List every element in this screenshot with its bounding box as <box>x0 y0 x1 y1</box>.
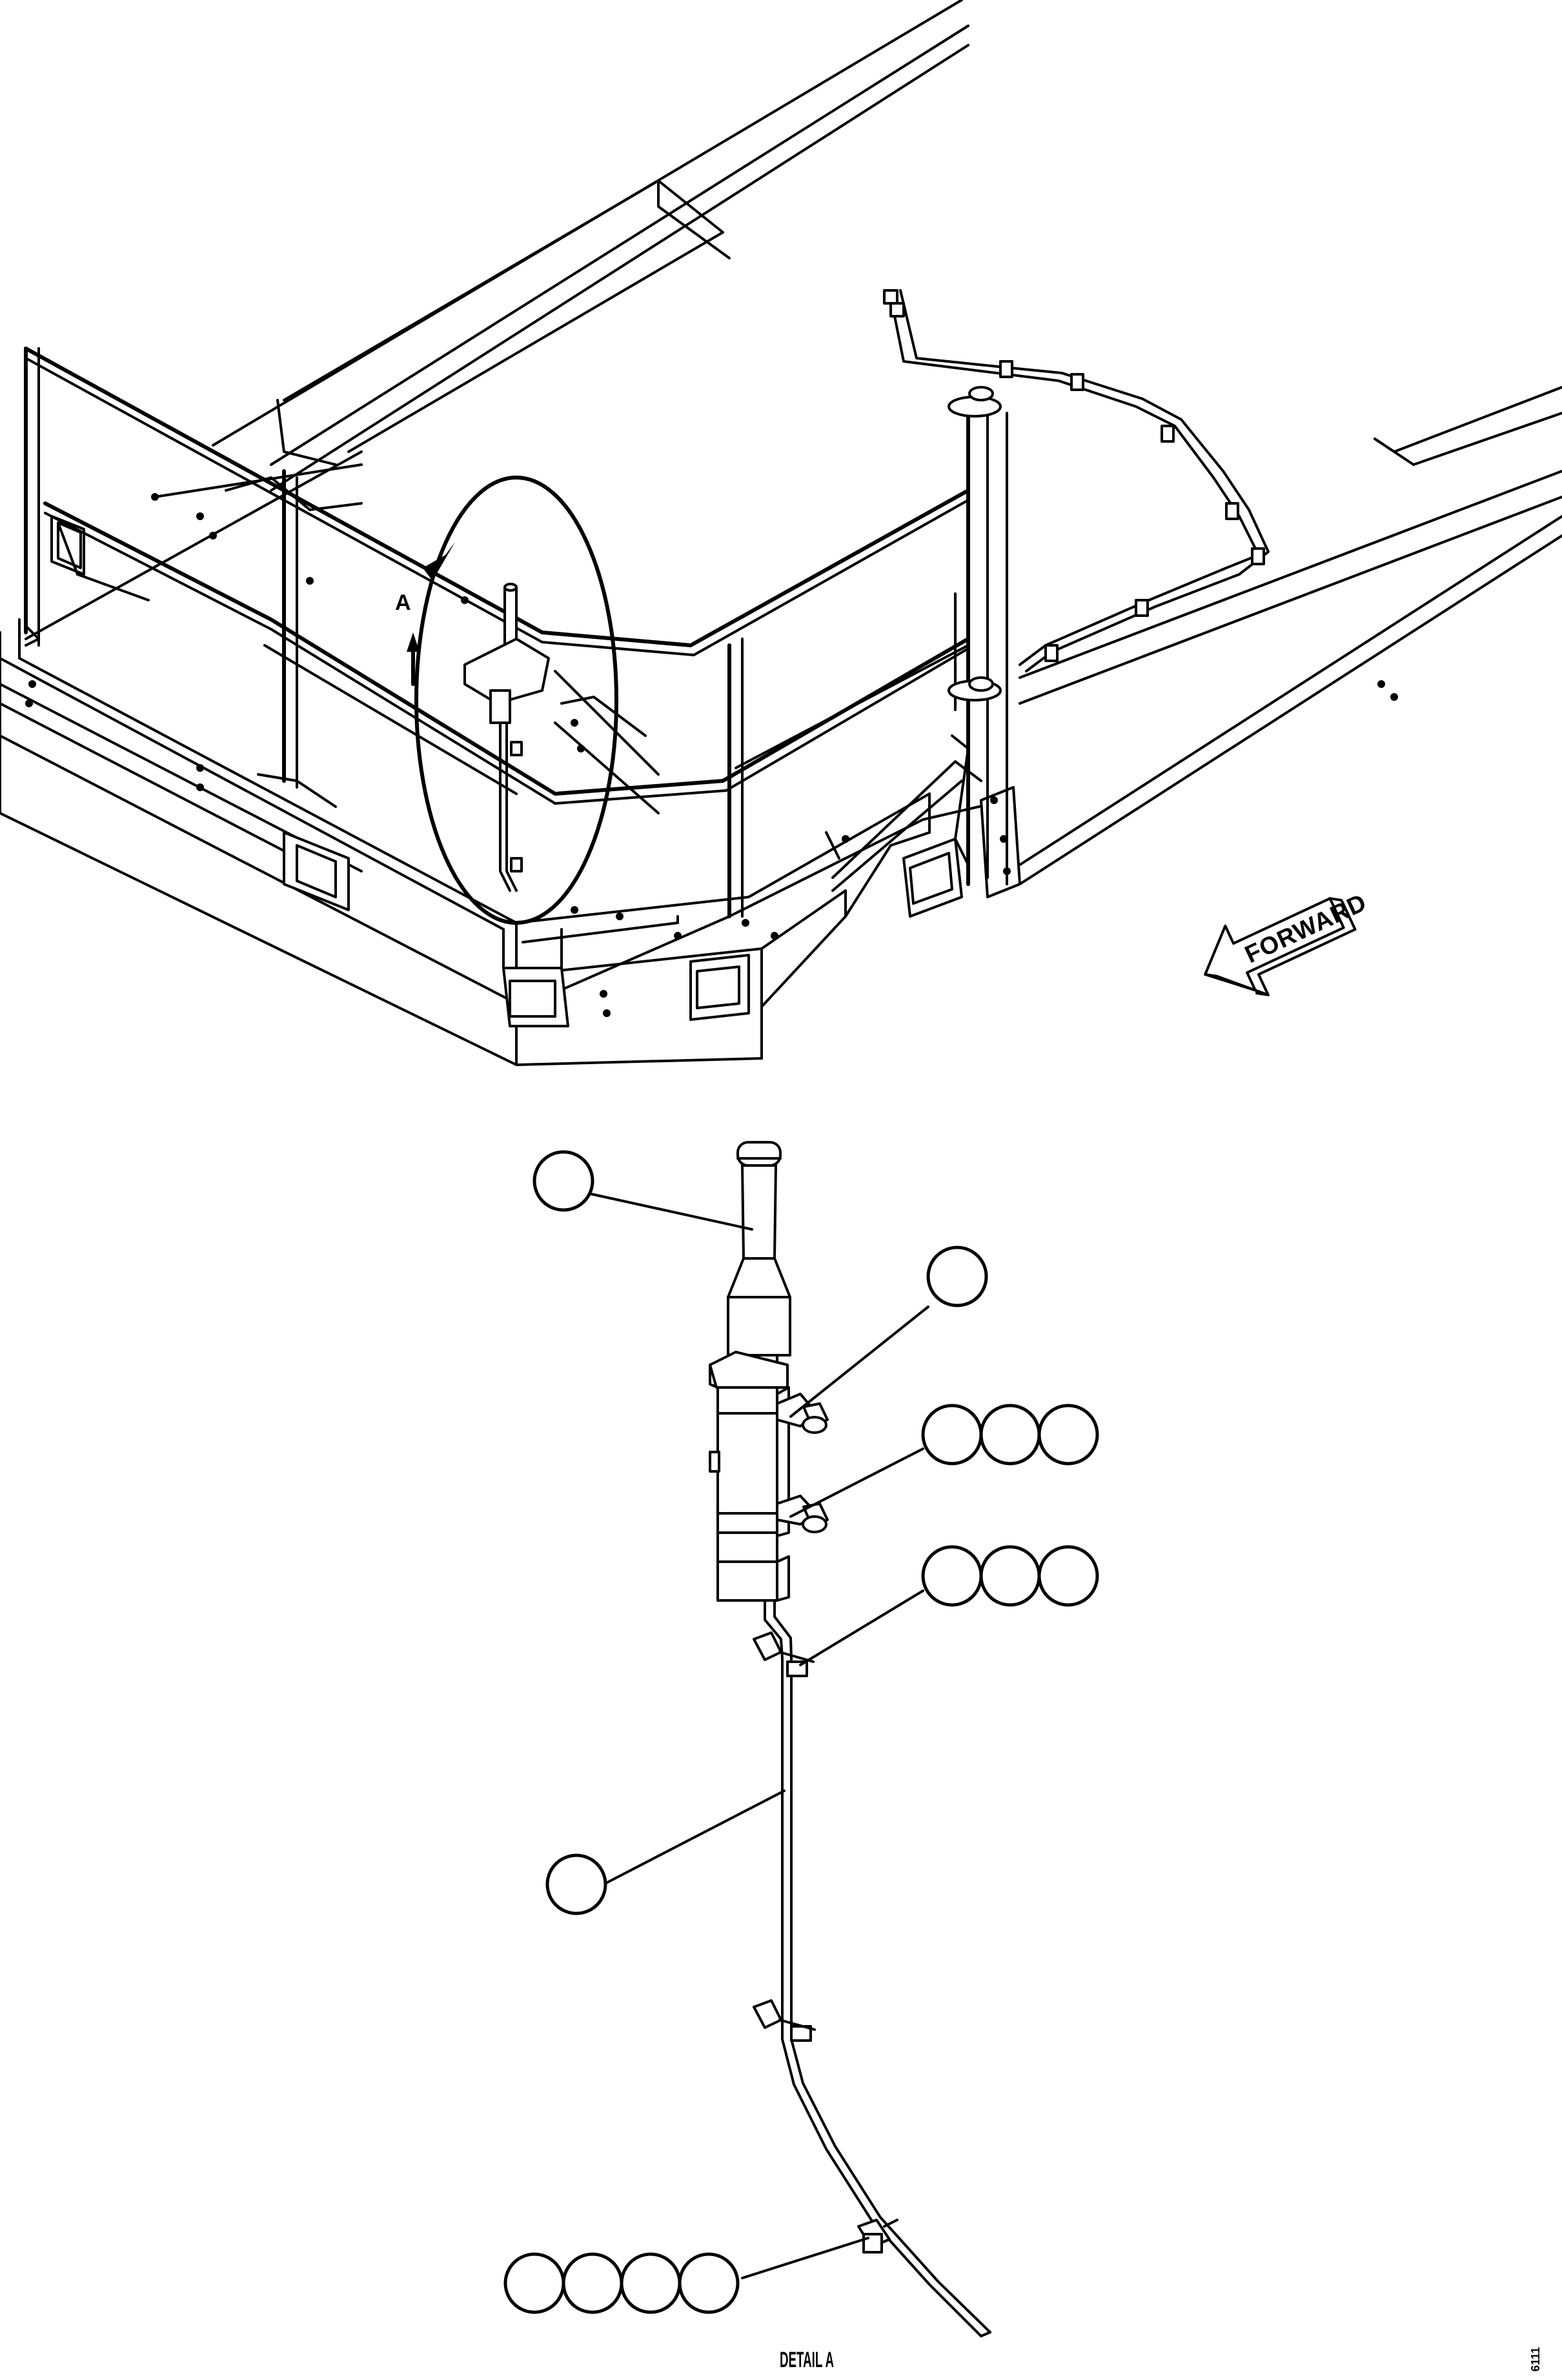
callout-balloon <box>1037 1545 1099 1607</box>
callout-balloon <box>562 2252 624 2314</box>
deck-top <box>25 450 840 860</box>
callout-balloon <box>979 1404 1041 1466</box>
callout-leaders <box>589 1193 929 2279</box>
antenna-whip <box>727 1141 791 1387</box>
coax-cable <box>753 1599 991 2337</box>
callout-balloon <box>926 1245 988 1307</box>
platform-view: A FORWARD <box>0 0 1562 1066</box>
detail-marker-a: A <box>395 590 411 615</box>
callout-balloons <box>503 1150 1099 2314</box>
antenna-small <box>463 583 550 892</box>
railing <box>24 347 1008 918</box>
callout-balloon <box>532 1150 594 1212</box>
callout-balloon <box>921 1545 983 1607</box>
forward-arrow: FORWARD <box>1204 889 1371 996</box>
side-frame-right <box>1019 386 1562 885</box>
callout-balloon <box>620 2252 682 2314</box>
boom-beam-upper <box>212 0 969 492</box>
drawing-code: 6111 <box>1529 2347 1542 2372</box>
callout-balloon <box>979 1545 1041 1607</box>
cable-harness <box>883 289 1270 866</box>
forward-label: FORWARD <box>1241 889 1371 969</box>
detail-callout: A <box>395 476 618 925</box>
antenna-mount <box>709 1351 829 1602</box>
callout-balloon <box>678 2252 740 2314</box>
callout-balloon <box>545 1853 607 1915</box>
detail-caption: DETAIL A <box>780 2348 834 2372</box>
base-light-boxes <box>50 515 1021 1027</box>
detail-view: DETAIL A 6111 <box>503 1141 1542 2372</box>
callout-balloon <box>921 1404 983 1466</box>
callout-balloon <box>1037 1404 1099 1466</box>
callout-balloon <box>503 2252 565 2314</box>
